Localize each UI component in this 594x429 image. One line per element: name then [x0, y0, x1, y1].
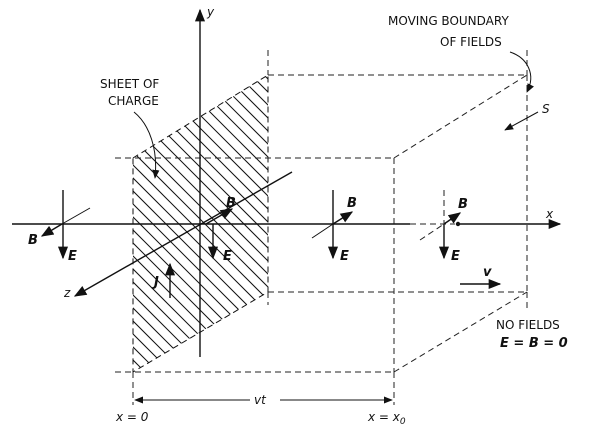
z-axis-line	[73, 171, 293, 297]
vt-label: vt	[254, 393, 267, 407]
x-x0-label: x = x0	[367, 410, 406, 427]
b-label-left: B	[28, 233, 38, 248]
coordinate-axes	[12, 8, 562, 357]
hatch-line	[133, 75, 268, 372]
sheet-leader-arrow	[133, 111, 160, 179]
hatch-line	[133, 75, 203, 372]
eb-zero-label: E = B = 0	[500, 336, 568, 351]
hatch-line	[133, 75, 268, 372]
hatch-line	[587, 60, 594, 390]
sheet-label-1: SHEET OF	[100, 77, 159, 91]
e-label-boundary: E	[451, 249, 460, 264]
field-vectors-left	[40, 190, 91, 260]
e-label-left: E	[68, 249, 77, 264]
boundary-point	[455, 221, 461, 227]
hatch-line	[133, 75, 268, 372]
hatch-line	[133, 75, 268, 372]
hatch-line	[133, 75, 268, 372]
hatch-line	[574, 60, 594, 390]
hatch-line	[133, 75, 268, 372]
hatch-line	[144, 75, 268, 372]
moving-boundary-label-1: MOVING BOUNDARY	[388, 14, 509, 28]
hatch-line	[133, 75, 216, 372]
hatch-line	[133, 75, 268, 372]
b-label-boundary: B	[458, 197, 468, 212]
b-label-sheet: B	[226, 196, 236, 211]
j-label: J	[151, 275, 159, 290]
hatch-line	[133, 75, 242, 372]
field-vectors-middle	[311, 190, 354, 260]
no-fields-label: NO FIELDS	[496, 318, 560, 332]
hatch-line	[133, 75, 151, 372]
field-vectors-boundary	[419, 190, 462, 260]
field-region-box	[115, 50, 528, 405]
s-leader-arrow	[504, 111, 539, 131]
hatch-line	[196, 75, 268, 372]
hatch-line	[133, 75, 177, 372]
hatch-line	[133, 75, 255, 372]
x-axis-label: x	[545, 207, 554, 221]
hatch-line	[133, 75, 268, 372]
hatch-line	[133, 75, 268, 372]
hatch-line	[133, 75, 268, 372]
moving-boundary-label-2: OF FIELDS	[440, 35, 502, 49]
hatch-line	[133, 75, 190, 372]
hatch-line	[209, 75, 268, 372]
v-label: v	[483, 265, 492, 280]
y-axis-label: y	[206, 5, 215, 19]
hatch-line	[133, 75, 229, 372]
hatch-line	[133, 75, 268, 372]
b-label-middle: B	[347, 196, 357, 211]
hatch-line	[157, 75, 268, 372]
s-label: S	[542, 102, 550, 116]
x-zero-label: x = 0	[115, 410, 149, 424]
sheet-label-2: CHARGE	[108, 94, 159, 108]
e-label-middle: E	[340, 249, 349, 264]
z-axis-label: z	[63, 286, 71, 300]
hatch-line	[133, 75, 268, 372]
hatch-line	[170, 75, 268, 372]
e-label-sheet: E	[223, 249, 232, 264]
hatch-line	[133, 75, 164, 372]
field-vectors-sheet	[164, 208, 234, 298]
boundary-leader-arrow	[509, 51, 534, 93]
hatch-line	[183, 75, 268, 372]
hatch-line	[133, 75, 268, 372]
